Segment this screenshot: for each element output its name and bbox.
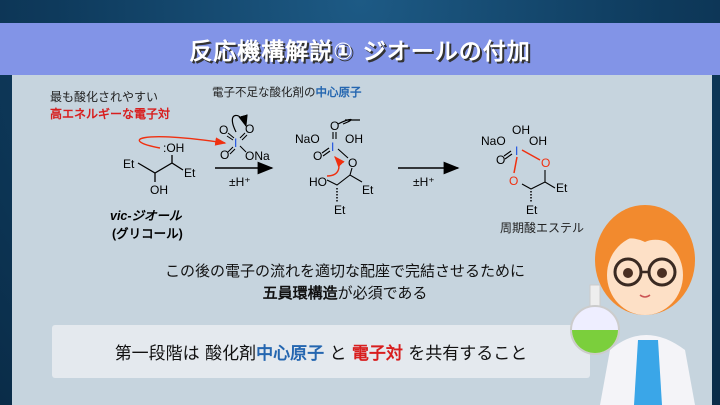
periodate-ester-structure: OH NaO OH I O O O Et Et 周期酸エステル <box>481 123 584 235</box>
diol-structure: :OH Et Et OH vic-ジオール (グリコール) <box>110 141 196 241</box>
scientist-character-illustration <box>570 205 695 405</box>
flask-liquid <box>572 330 618 353</box>
svg-text:OH: OH <box>345 132 363 146</box>
note-electron-deficient: 電子不足な酸化剤の中心原子 <box>212 85 362 99</box>
svg-text:Et: Et <box>123 157 135 171</box>
face <box>607 235 683 315</box>
svg-text:I: I <box>234 136 237 150</box>
svg-text:ONa: ONa <box>245 149 270 163</box>
svg-text:O: O <box>313 149 322 163</box>
explanation-line-1: この後の電子の流れを適切な配座で完結させるために <box>164 262 525 280</box>
svg-text:O: O <box>541 156 550 170</box>
title-bar: 反応機構解説① ジオールの付加 <box>0 23 720 75</box>
svg-text:O: O <box>496 153 505 167</box>
svg-text:I: I <box>331 140 334 154</box>
svg-text:O: O <box>220 148 229 162</box>
diol-alt-name: (グリコール) <box>112 226 183 241</box>
ester-name: 周期酸エステル <box>500 220 584 235</box>
svg-text:Et: Et <box>362 183 374 197</box>
svg-text:OH: OH <box>512 123 530 137</box>
periodate-structure: O O O I ONa <box>219 114 270 163</box>
note-most-oxidizable: 最も酸化されやすい <box>50 89 158 104</box>
svg-text:Et: Et <box>556 181 568 195</box>
slide-title: 反応機構解説① ジオールの付加 <box>189 39 531 65</box>
svg-text:O: O <box>509 174 518 188</box>
svg-text:Et: Et <box>184 166 196 180</box>
arrow1-label: ±H⁺ <box>229 175 251 189</box>
svg-text:HO: HO <box>309 175 327 189</box>
electron-flow-arrow <box>138 136 227 149</box>
svg-text:O: O <box>219 123 228 137</box>
svg-text:O: O <box>245 122 254 136</box>
note-high-energy-pair: 高エネルギーな電子対 <box>50 106 170 121</box>
intermediate-structure: NaO O OH O I O HO Et Et <box>295 118 374 217</box>
svg-text:O: O <box>348 156 357 170</box>
svg-text:OH: OH <box>150 183 168 197</box>
explanation-line-2: 五員環構造が必須である <box>262 284 428 302</box>
svg-text:NaO: NaO <box>295 132 320 146</box>
svg-text:NaO: NaO <box>481 134 506 148</box>
svg-text:Et: Et <box>526 203 538 217</box>
summary-box: 第一段階は 酸化剤中心原子 と 電子対 を共有すること <box>52 325 590 378</box>
svg-text:OH: OH <box>529 134 547 148</box>
svg-text:I: I <box>515 144 518 158</box>
svg-text:O: O <box>330 119 339 133</box>
diol-name: vic-ジオール <box>110 209 183 223</box>
svg-text::OH: :OH <box>163 141 184 155</box>
arrow2-label: ±H⁺ <box>413 175 435 189</box>
svg-text:Et: Et <box>334 203 346 217</box>
